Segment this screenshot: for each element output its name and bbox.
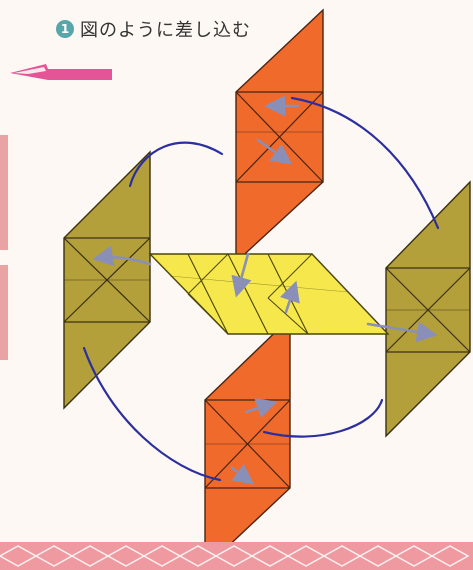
decorative-bottom-border bbox=[0, 542, 473, 570]
pattern-border bbox=[0, 542, 473, 570]
orange-unit-top bbox=[236, 10, 323, 262]
yellow-center-unit bbox=[150, 254, 388, 334]
olive-unit-left bbox=[64, 152, 150, 408]
orange-unit-bottom bbox=[205, 318, 290, 568]
olive-unit-right bbox=[386, 182, 470, 436]
